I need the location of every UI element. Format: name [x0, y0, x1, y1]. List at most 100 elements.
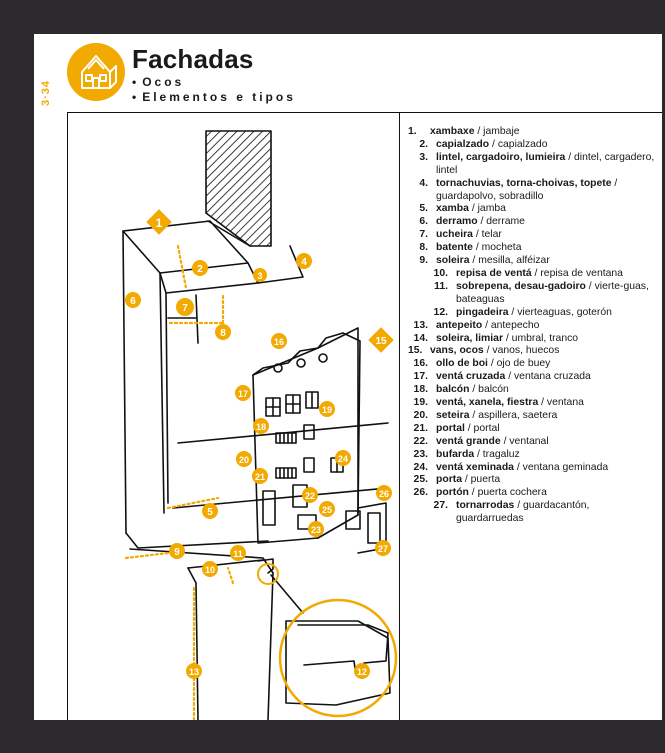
garage-wall — [357, 502, 387, 554]
facade-illustration: 1 15 2 3 4 5 6 7 8 9 10 11 12 13 16 17 1… — [122, 130, 398, 720]
legend-term-galician: ventá cruzada — [436, 371, 506, 383]
legend-number: 2. — [419, 138, 428, 150]
legend-text: pingadeira / vierteaguas, goterón — [456, 306, 612, 318]
marker-label: 24 — [338, 454, 348, 464]
legend-term-spanish: vierteaguas, goterón — [517, 306, 612, 318]
marker-label: 26 — [379, 489, 389, 499]
legend-number: 20. — [413, 409, 428, 421]
marker-label: 21 — [255, 472, 265, 482]
marker-label: 17 — [238, 389, 248, 399]
legend-text: ventá cruzada / ventana cruzada — [436, 371, 591, 383]
legend-number: 11. — [434, 280, 448, 292]
legend-term-galician: bufarda — [436, 448, 475, 460]
marker-circle: 25 — [319, 501, 335, 517]
legend-number: 22. — [413, 435, 428, 447]
legend-number: 16. — [413, 358, 428, 370]
legend-text: repisa de ventá / repisa de ventana — [456, 267, 623, 279]
legend-item: 9.soleira / mesilla, alféizar — [408, 255, 658, 268]
marker-circle: 19 — [319, 401, 335, 417]
legend-number: 24. — [413, 461, 428, 473]
legend-item: 5.xamba / jamba — [408, 203, 658, 216]
legend-term-spanish: telar — [481, 229, 502, 241]
marker-label: 11 — [233, 549, 243, 559]
legend-number: 14. — [413, 332, 428, 344]
window-jamb — [122, 230, 127, 534]
legend-item: 20.seteira / aspillera, saetera — [408, 410, 658, 423]
legend-term-galician: tornarrodas — [456, 500, 515, 512]
marker-circle: 13 — [186, 663, 202, 679]
legend-number: 18. — [413, 384, 428, 396]
legend-term-galician: ollo de boi — [436, 358, 488, 370]
legend-term-galician: antepeito — [436, 319, 483, 331]
legend-term-galician: tornachuvias, torna-choivas, topete — [436, 177, 612, 189]
legend-term-galician: seteira — [436, 409, 470, 421]
legend-term-galician: portón — [436, 487, 469, 499]
marker-circle: 16 — [271, 333, 287, 349]
legend-term-galician: batente — [436, 242, 473, 254]
marker-circle: 17 — [235, 385, 251, 401]
legend-term-spanish: jambaje — [483, 126, 520, 137]
detail-circle — [257, 563, 279, 585]
legend-number: 10. — [433, 267, 448, 279]
legend-text: soleira / mesilla, alféizar — [436, 255, 550, 267]
legend-text: ucheira / telar — [436, 229, 502, 241]
legend-text: ventá xeminada / ventana geminada — [436, 461, 609, 473]
legend-term-spanish: mocheta — [481, 242, 522, 254]
legend-item: 2. capialzado / capialzado — [408, 139, 658, 152]
legend-text: ollo de boi / ojo de buey — [436, 358, 551, 370]
legend-item: 21.portal / portal — [408, 423, 658, 436]
marker-label: 1 — [156, 216, 163, 230]
legend-term-spanish: mesilla, alféizar — [478, 255, 550, 267]
marker-diamond: 15 — [368, 327, 394, 353]
legend-term-galician: soleira, limiar — [436, 332, 503, 344]
legend-number: 21. — [413, 422, 428, 434]
legend-term-galician: xamba — [436, 203, 469, 215]
legend-term-spanish: ventanal — [509, 435, 549, 447]
marker-label: 13 — [189, 667, 199, 677]
legend-number: 3. — [419, 151, 428, 163]
legend-number: 8. — [419, 242, 428, 254]
legend-item: 12.pingadeira / vierteaguas, goterón — [408, 307, 658, 320]
legend-item: 27.tornarrodas / guardacantón, guardarru… — [408, 500, 658, 526]
legend-term-spanish: balcón — [478, 384, 509, 396]
balcony — [275, 432, 297, 444]
legend-number: 7. — [419, 229, 428, 241]
marker-circle: 9 — [169, 543, 185, 559]
marker-label: 7 — [182, 303, 188, 314]
legend-term-galician: ucheira — [436, 229, 473, 241]
legend-text: vans, ocos / vanos, huecos — [430, 345, 560, 357]
legend-number: 27. — [433, 500, 448, 512]
marker-label: 12 — [357, 667, 367, 677]
frame-top-rule — [67, 112, 662, 113]
detail-callout-ring — [278, 598, 398, 718]
marker-circle: 5 — [202, 503, 218, 519]
legend-number: 19. — [413, 397, 428, 409]
legend-item: 13.antepeito / antepecho — [408, 320, 658, 333]
legend-item: 17.ventá cruzada / ventana cruzada — [408, 371, 658, 384]
legend-term-spanish: puerta — [470, 474, 501, 486]
document-page: 3·34 Fachadas •Ocos •Elementos e tipos — [34, 34, 662, 720]
marker-label: 19 — [322, 405, 332, 415]
legend-term-spanish: repisa de ventana — [540, 267, 623, 279]
legend-text: portón / puerta cochera — [436, 487, 547, 499]
legend-item: 26.portón / puerta cochera — [408, 487, 658, 500]
marker-label: 5 — [207, 507, 213, 518]
legend-term-spanish: tragaluz — [482, 448, 520, 460]
legend-item: 1.xambaxe / jambaje — [408, 126, 658, 139]
legend-text: derramo / derrame — [436, 216, 525, 228]
legend-term-galician: pingadeira — [456, 306, 509, 318]
legend-term-galician: derramo — [436, 216, 478, 228]
marker-label: 16 — [274, 337, 284, 347]
subtitle-bullet: • — [132, 75, 137, 89]
legend-term-galician: porta — [436, 474, 462, 486]
legend-term-spanish: guardacantón, guardarruedas — [456, 500, 590, 525]
legend-text: xambaxe / jambaje — [430, 126, 520, 137]
marker-circle: 6 — [125, 292, 141, 308]
house-facade-icon — [67, 43, 125, 101]
legend-text: capialzado / capialzado — [436, 138, 548, 150]
legend-term-galician: capialzado — [436, 138, 490, 150]
frame-left-rule — [67, 112, 68, 720]
marker-circle: 12 — [354, 663, 370, 679]
detail-circle-link — [270, 574, 304, 614]
marker-label: 25 — [322, 505, 332, 515]
